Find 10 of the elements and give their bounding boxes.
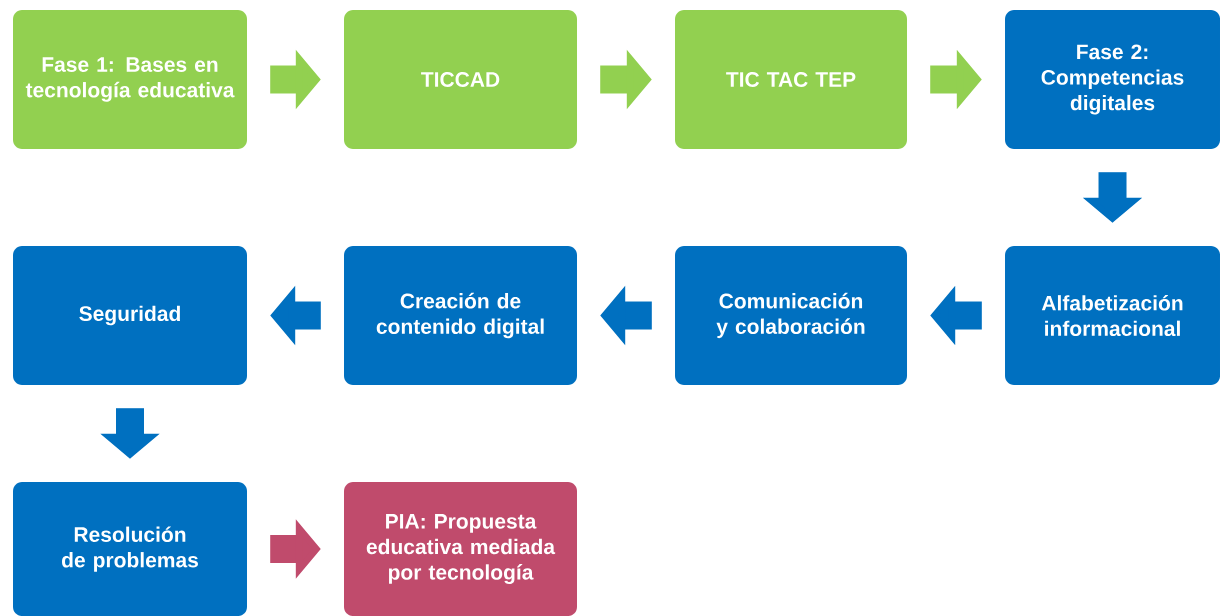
- process-box: Alfabetización informacional: [1005, 246, 1220, 385]
- process-box: PIA: Propuesta educativa mediada por tecnología: [344, 482, 577, 616]
- process-box: Comunicación y colaboración: [675, 246, 907, 385]
- process-box: TIC TAC TEP: [675, 10, 907, 149]
- process-box: TICCAD: [344, 10, 577, 149]
- process-box: Fase 1: Bases en tecnología educativa: [13, 10, 247, 149]
- process-box: Fase 2: Competencias digitales: [1005, 10, 1220, 149]
- process-box: Seguridad: [13, 246, 247, 385]
- process-box: Resolución de problemas: [13, 482, 247, 616]
- process-box: Creación de contenido digital: [344, 246, 577, 385]
